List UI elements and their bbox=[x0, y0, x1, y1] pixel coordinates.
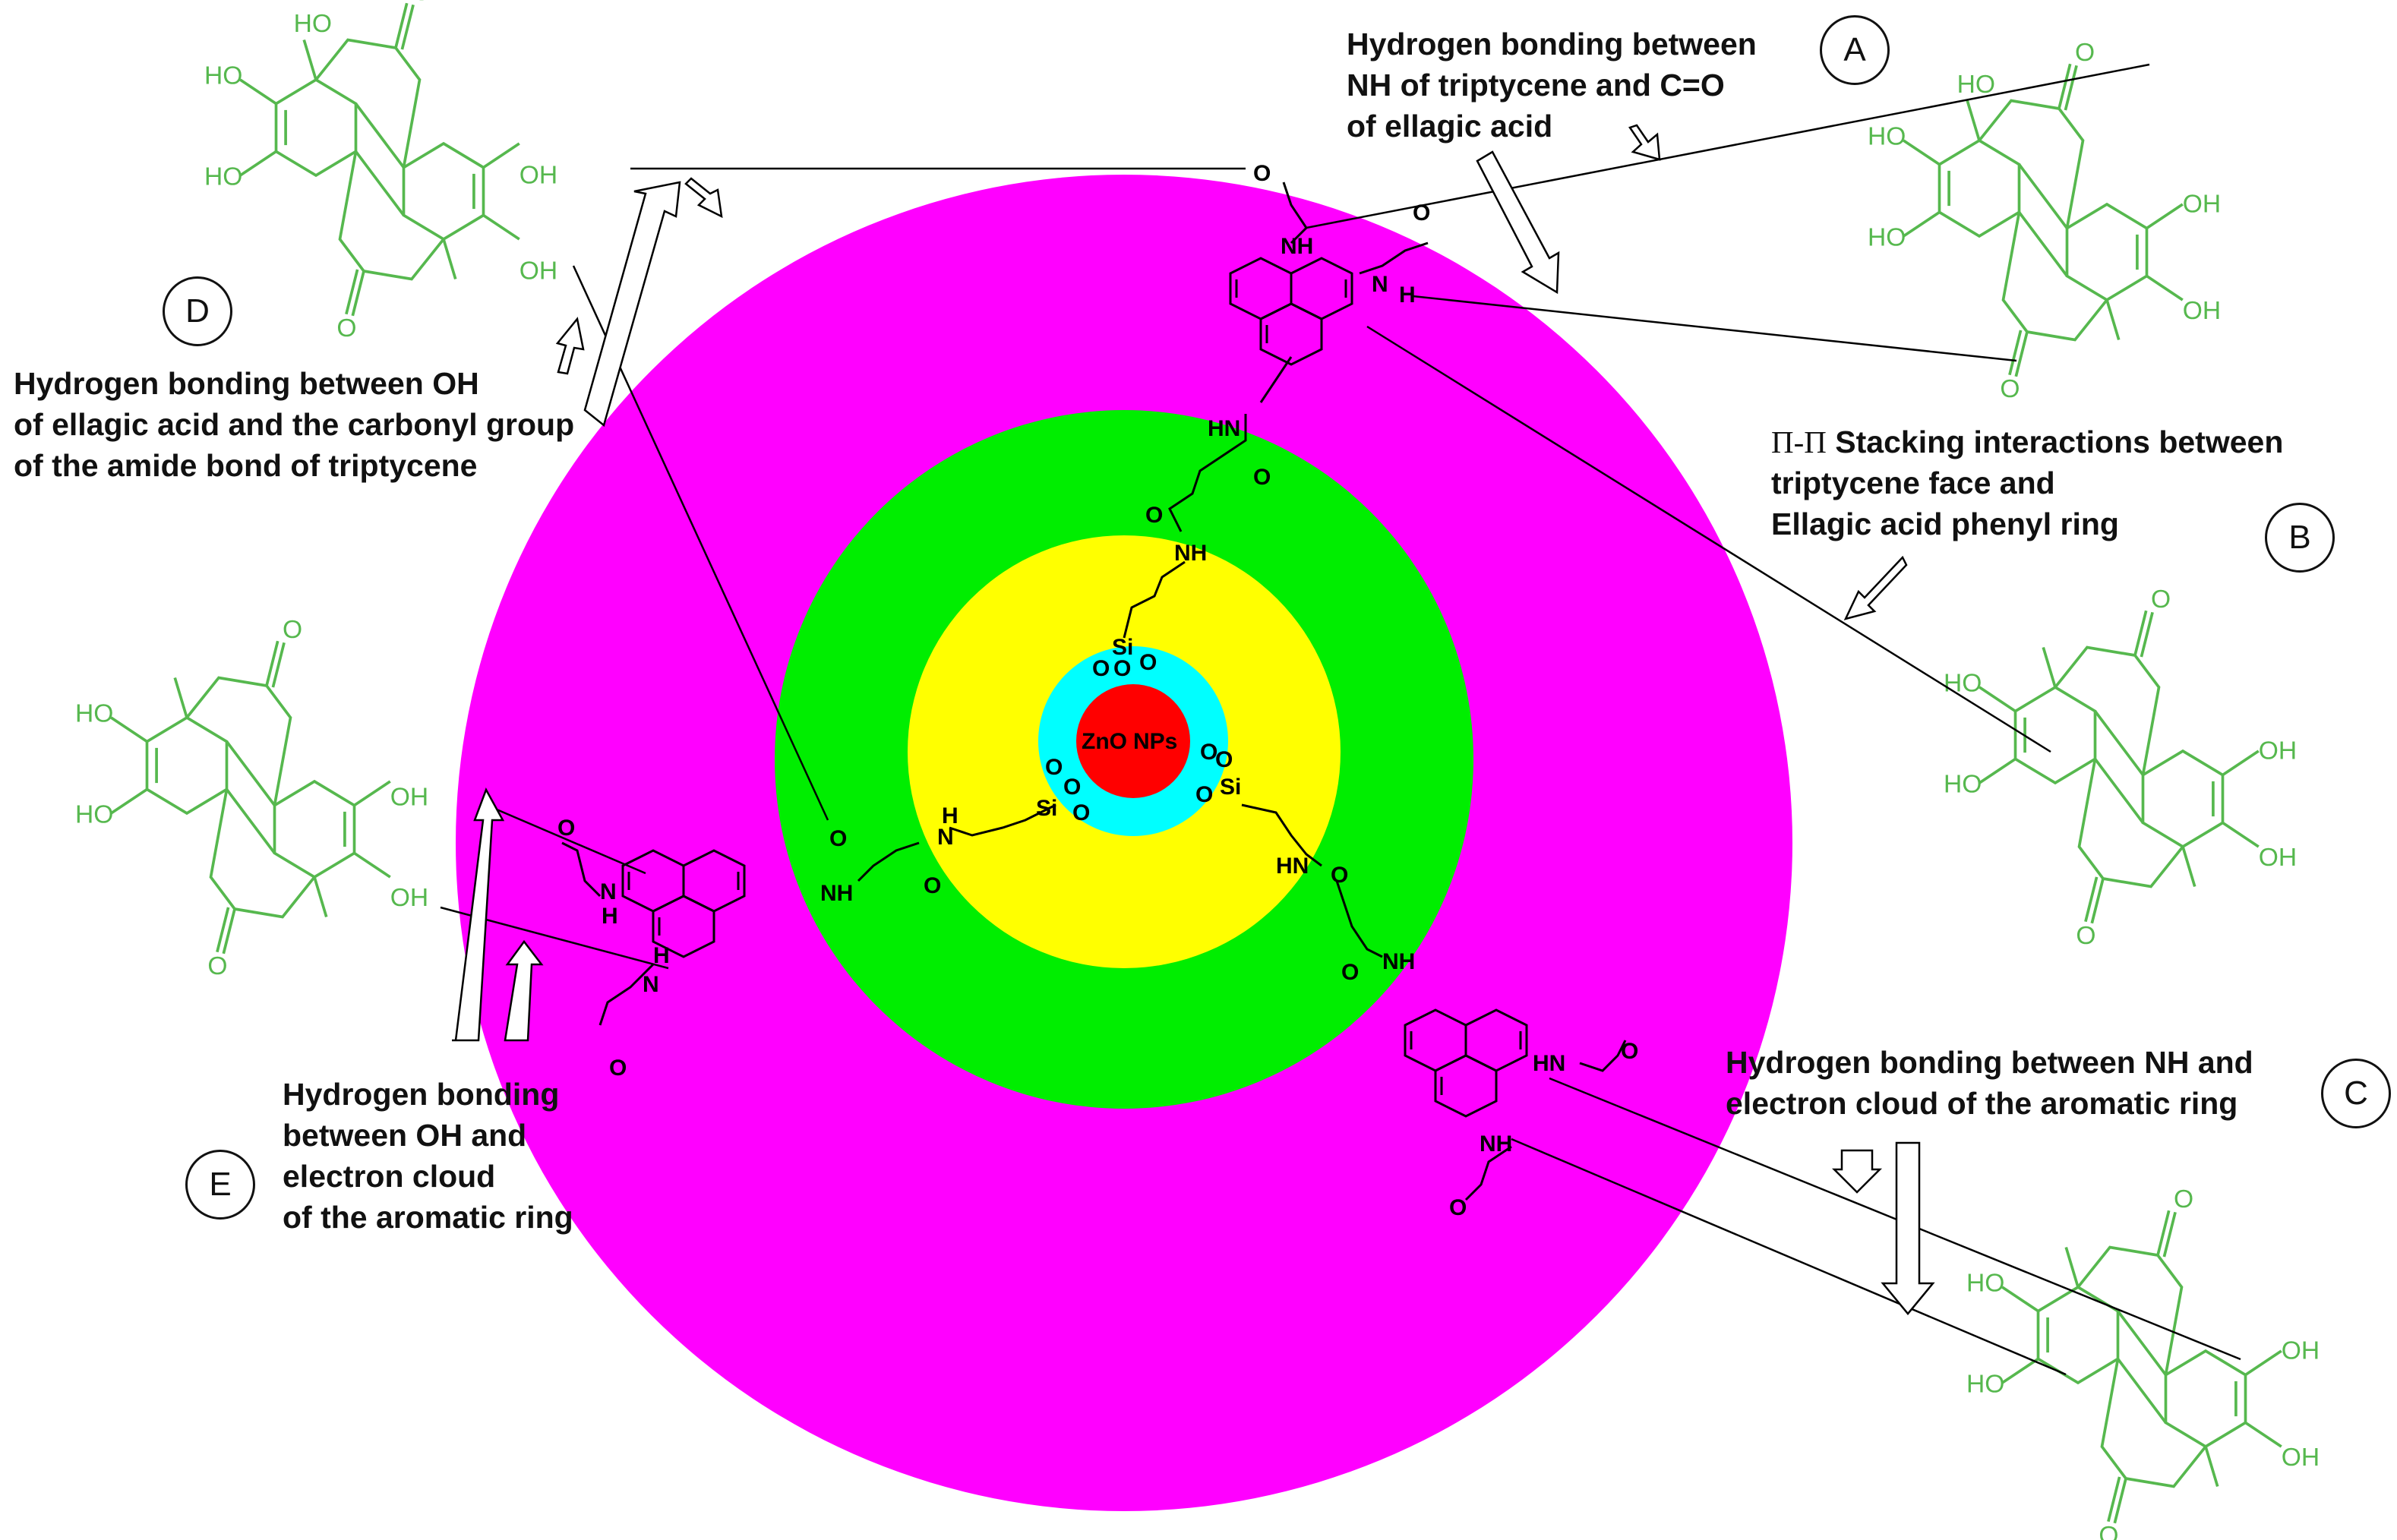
svg-text:O: O bbox=[924, 873, 941, 898]
svg-text:O: O bbox=[2000, 375, 2020, 403]
svg-text:HO: HO bbox=[1966, 1269, 2004, 1297]
svg-text:O: O bbox=[1215, 747, 1233, 772]
annotation-a-text: Hydrogen bonding between NH of triptycen… bbox=[1347, 27, 1757, 144]
annotation-c-text: Hydrogen bonding between NH and electron… bbox=[1726, 1045, 2253, 1121]
svg-text:O: O bbox=[1331, 863, 1348, 888]
svg-text:HO: HO bbox=[1944, 771, 1982, 799]
svg-text:O: O bbox=[1139, 650, 1157, 675]
svg-text:O: O bbox=[1145, 503, 1163, 528]
svg-text:OH: OH bbox=[2183, 191, 2221, 219]
svg-text:O: O bbox=[2151, 585, 2171, 614]
svg-text:HN: HN bbox=[1208, 416, 1240, 441]
svg-text:O: O bbox=[1045, 755, 1063, 780]
svg-text:O: O bbox=[207, 952, 227, 980]
svg-text:O: O bbox=[1449, 1195, 1467, 1220]
svg-text:NH: NH bbox=[1480, 1131, 1512, 1157]
svg-text:NH: NH bbox=[820, 881, 853, 906]
annotation-b-text: Π-Π Stacking interactions between tripty… bbox=[1771, 424, 2284, 541]
annotation-c-badge: C bbox=[2321, 1059, 2391, 1128]
svg-text:N: N bbox=[643, 972, 659, 997]
svg-text:OH: OH bbox=[520, 257, 557, 286]
svg-text:H: H bbox=[602, 904, 618, 929]
annotation-a-badge: A bbox=[1820, 15, 1890, 85]
annotation-b-line-1: Stacking interactions between bbox=[1835, 424, 2284, 459]
ellagic-acid-top-left: HO HO HO OH OH O O bbox=[204, 0, 557, 342]
triptycene-top: NH O N H O bbox=[1229, 161, 1430, 366]
svg-text:H: H bbox=[942, 803, 958, 828]
svg-text:HO: HO bbox=[204, 163, 242, 191]
svg-text:O: O bbox=[1341, 960, 1359, 985]
svg-text:O: O bbox=[1621, 1039, 1638, 1064]
annotation-d-text: Hydrogen bonding between OH of ellagic a… bbox=[14, 366, 575, 483]
svg-text:HN: HN bbox=[1276, 854, 1309, 879]
svg-text:O: O bbox=[2099, 1522, 2118, 1540]
svg-text:HO: HO bbox=[204, 62, 242, 90]
ellagic-acid-bottom-right: HO HO OH OH O O bbox=[1966, 1185, 2320, 1540]
svg-text:O: O bbox=[2174, 1185, 2193, 1213]
linker-chains bbox=[857, 356, 1383, 958]
svg-text:O: O bbox=[412, 0, 431, 6]
svg-text:NH: NH bbox=[1174, 541, 1207, 566]
svg-text:OH: OH bbox=[2259, 844, 2297, 872]
svg-text:HO: HO bbox=[294, 10, 332, 38]
svg-text:Si: Si bbox=[1112, 635, 1133, 660]
svg-text:HO: HO bbox=[1868, 122, 1906, 150]
svg-text:O: O bbox=[609, 1056, 627, 1081]
triptycene-left: N H O H N O bbox=[557, 816, 746, 1081]
svg-text:O: O bbox=[1113, 656, 1131, 681]
zno-core bbox=[1076, 684, 1190, 798]
svg-text:OH: OH bbox=[390, 784, 428, 812]
ellagic-acid-top-right: HO HO HO OH OH O O bbox=[1868, 39, 2221, 403]
svg-text:O: O bbox=[283, 616, 302, 644]
core-label-nps: NPs bbox=[1133, 729, 1177, 754]
svg-text:OH: OH bbox=[2282, 1337, 2320, 1365]
svg-text:H: H bbox=[653, 943, 670, 968]
svg-text:O: O bbox=[1072, 800, 1090, 825]
silica-anchors: Si O O O Si O O O Si O O O bbox=[1036, 635, 1241, 825]
svg-text:O: O bbox=[1195, 782, 1213, 807]
svg-text:OH: OH bbox=[2183, 297, 2221, 325]
svg-text:OH: OH bbox=[2282, 1444, 2320, 1472]
svg-text:H: H bbox=[1399, 282, 1416, 308]
hollow-arrows bbox=[452, 124, 1935, 1315]
svg-text:O: O bbox=[2075, 39, 2095, 67]
svg-text:Si: Si bbox=[1220, 775, 1241, 800]
svg-text:N: N bbox=[1372, 272, 1388, 297]
svg-text:O: O bbox=[1253, 465, 1271, 490]
svg-text:HO: HO bbox=[75, 699, 113, 727]
svg-text:O: O bbox=[1200, 740, 1217, 765]
svg-text:O: O bbox=[1092, 656, 1110, 681]
pi-pi-symbol: Π-Π bbox=[1771, 424, 1827, 459]
svg-text:O: O bbox=[1253, 161, 1271, 186]
svg-text:O: O bbox=[2076, 922, 2095, 950]
svg-text:HO: HO bbox=[1944, 669, 1982, 697]
svg-text:NH: NH bbox=[1382, 949, 1415, 974]
svg-text:O: O bbox=[557, 816, 575, 841]
svg-text:HO: HO bbox=[1966, 1371, 2004, 1399]
svg-text:OH: OH bbox=[520, 162, 557, 190]
svg-text:N: N bbox=[937, 825, 954, 850]
core-label-zno: ZnO bbox=[1082, 729, 1127, 754]
svg-text:OH: OH bbox=[390, 884, 428, 912]
svg-text:N: N bbox=[600, 879, 617, 904]
svg-text:HO: HO bbox=[75, 801, 113, 829]
svg-text:HO: HO bbox=[1957, 71, 1995, 99]
annotation-d-badge: D bbox=[163, 276, 232, 346]
triptycene-right: HN O NH O bbox=[1404, 1008, 1638, 1220]
ellagic-acid-right: HO HO OH OH O O bbox=[1944, 585, 2297, 950]
svg-text:NH: NH bbox=[1281, 234, 1313, 259]
svg-text:O: O bbox=[336, 314, 356, 342]
svg-text:OH: OH bbox=[2259, 737, 2297, 765]
ellagic-acid-left: HO HO OH OH O O bbox=[75, 616, 428, 980]
svg-text:HO: HO bbox=[1868, 224, 1906, 252]
svg-text:O: O bbox=[1063, 775, 1081, 800]
svg-text:HN: HN bbox=[1533, 1051, 1565, 1076]
linker-atoms: NH O O HN H N O O NH HN O O NH bbox=[820, 416, 1415, 985]
annotation-e-text: Hydrogen bonding between OH and electron… bbox=[283, 1077, 573, 1235]
annotation-b-badge: B bbox=[2265, 503, 2335, 573]
annotation-e-badge: E bbox=[185, 1150, 255, 1220]
svg-text:O: O bbox=[829, 826, 847, 851]
